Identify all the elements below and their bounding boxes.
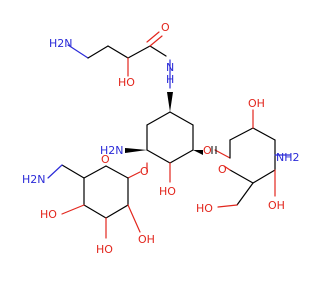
label-amide-h: H	[166, 73, 174, 86]
label-h2n-ring: H2N	[100, 144, 124, 157]
label-o-link-right: O	[203, 144, 212, 157]
label-oh-left-bottom2: OH	[138, 233, 155, 246]
label-amide-n: N	[166, 61, 174, 74]
atom-labels: H2N O HO N H H2N O HO OH O NH2 H2N O O H…	[22, 21, 300, 256]
label-oh-chain: HO	[118, 76, 135, 89]
label-o-ring-left: O	[101, 153, 110, 166]
label-amide-o: O	[161, 21, 170, 34]
label-oh-right-bottom: OH	[268, 199, 285, 212]
left-ring-bonds	[47, 164, 141, 239]
label-oh-left-bottom1: HO	[96, 243, 113, 256]
label-oh-center: HO	[159, 185, 176, 198]
structure-svg: H2N O HO N H H2N O HO OH O NH2 H2N O O H…	[22, 21, 300, 256]
label-nh2-right: NH2	[276, 151, 300, 164]
side-chain-bonds	[67, 31, 171, 89]
label-o-ring-right: O	[218, 163, 227, 176]
central-ring-bonds	[125, 92, 203, 183]
label-h2n-chain: H2N	[49, 37, 73, 50]
right-ring-bonds	[211, 109, 291, 208]
label-oh-left1: HO	[40, 208, 57, 221]
label-oh-right-top: OH	[248, 97, 265, 110]
molecule-diagram: H2N O HO N H H2N O HO OH O NH2 H2N O O H…	[22, 21, 300, 256]
label-o-link-center: O	[140, 165, 149, 178]
label-h2n-left: H2N	[22, 173, 46, 186]
label-ho-right-bottom: HO	[196, 202, 213, 215]
